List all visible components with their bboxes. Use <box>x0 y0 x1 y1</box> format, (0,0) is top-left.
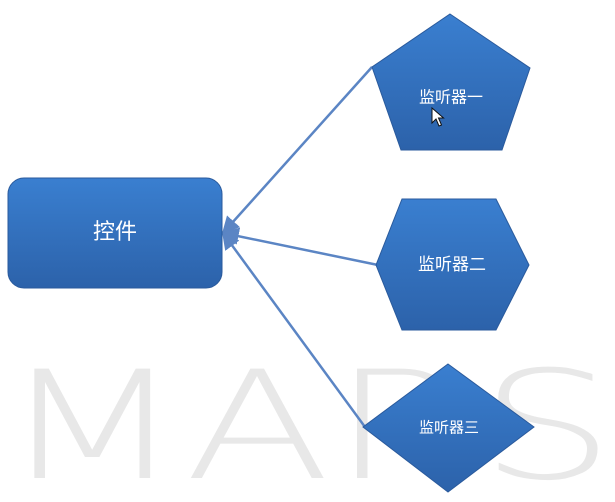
mouse-pointer-icon <box>431 106 445 127</box>
diamond-shape <box>362 363 535 493</box>
edges <box>221 66 379 428</box>
edge-listener-1 <box>221 66 373 235</box>
listener-node-2-label: 监听器二 <box>418 255 486 275</box>
hexagon-shape <box>375 198 530 331</box>
source-node-shape <box>7 177 223 289</box>
edge-listener-3 <box>221 231 367 428</box>
pentagon-shape <box>371 13 531 151</box>
listener-node-3[interactable]: 监听器三 <box>362 363 535 493</box>
source-node[interactable]: 控件 <box>7 177 223 289</box>
listener-node-3-label: 监听器三 <box>419 419 479 437</box>
listener-node-1[interactable]: 监听器一 <box>371 13 531 151</box>
source-node-label: 控件 <box>93 220 137 245</box>
listener-node-1-label: 监听器一 <box>419 88 483 107</box>
edge-listener-2 <box>221 227 379 267</box>
listener-node-2[interactable]: 监听器二 <box>375 198 530 331</box>
